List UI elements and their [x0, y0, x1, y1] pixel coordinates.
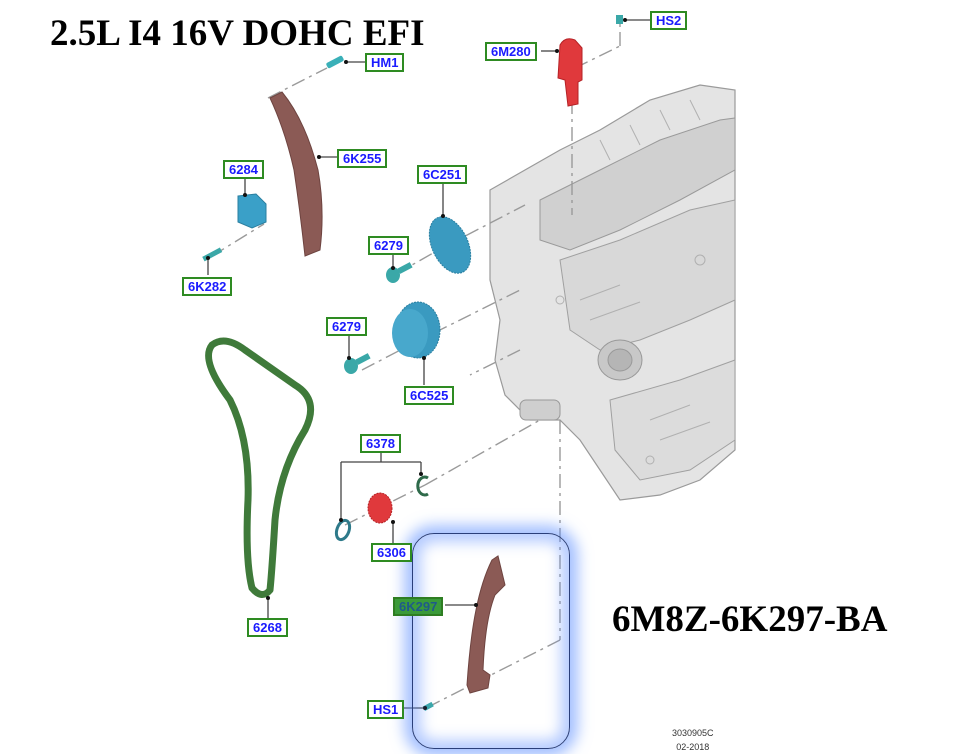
solenoid-6m280-illustration [555, 38, 583, 107]
callout-6k255[interactable]: 6K255 [337, 149, 388, 168]
callout-6k282[interactable]: 6K282 [182, 277, 233, 296]
callout-6k297-selected[interactable]: 6K297 [393, 597, 444, 616]
illustration-date: 02-2018 [676, 742, 710, 752]
chain-guide-6k255-illustration [269, 91, 323, 257]
callout-6c525[interactable]: 6C525 [404, 386, 455, 405]
callout-6284[interactable]: 6284 [223, 160, 264, 179]
engine-block-illustration [489, 84, 736, 501]
callout-hm1[interactable]: HM1 [365, 53, 405, 72]
timing-chain-6268-illustration [205, 337, 315, 600]
callout-hs2[interactable]: HS2 [650, 11, 688, 30]
callout-6c251[interactable]: 6C251 [417, 165, 468, 184]
callout-6m280[interactable]: 6M280 [485, 42, 537, 61]
bolt-hs2-illustration [616, 15, 627, 24]
callout-leader-lines [207, 19, 650, 709]
bolt-6279-lower-illustration [344, 353, 371, 374]
illustration-id: 3030905C [672, 728, 714, 738]
sprocket-6c251-illustration [428, 214, 472, 274]
bolt-6279-upper-illustration [386, 262, 413, 283]
tensioner-6284-illustration [237, 193, 267, 229]
seal-rings-6378-illustration [334, 472, 429, 542]
engine-title: 2.5L I4 16V DOHC EFI [50, 13, 425, 54]
crank-sprocket-6306-illustration [367, 492, 395, 524]
callout-6268[interactable]: 6268 [247, 618, 288, 637]
callout-6378[interactable]: 6378 [360, 434, 401, 453]
callout-6306[interactable]: 6306 [371, 543, 412, 562]
callout-hs1[interactable]: HS1 [367, 700, 405, 719]
selected-part-number: 6M8Z-6K297-BA [612, 599, 888, 640]
sprocket-6c525-illustration [392, 301, 441, 360]
callout-6279-upper[interactable]: 6279 [368, 236, 409, 255]
illustration-footer: 3030905C 02-2018 [672, 726, 714, 754]
bolt-6k282-illustration [202, 247, 223, 262]
pin-hm1-illustration [326, 55, 348, 69]
bolt-hs1-illustration [422, 701, 434, 711]
callout-6279-lower[interactable]: 6279 [326, 317, 367, 336]
selected-part-highlight [412, 533, 570, 749]
chain-guide-6k297-illustration [466, 555, 506, 694]
